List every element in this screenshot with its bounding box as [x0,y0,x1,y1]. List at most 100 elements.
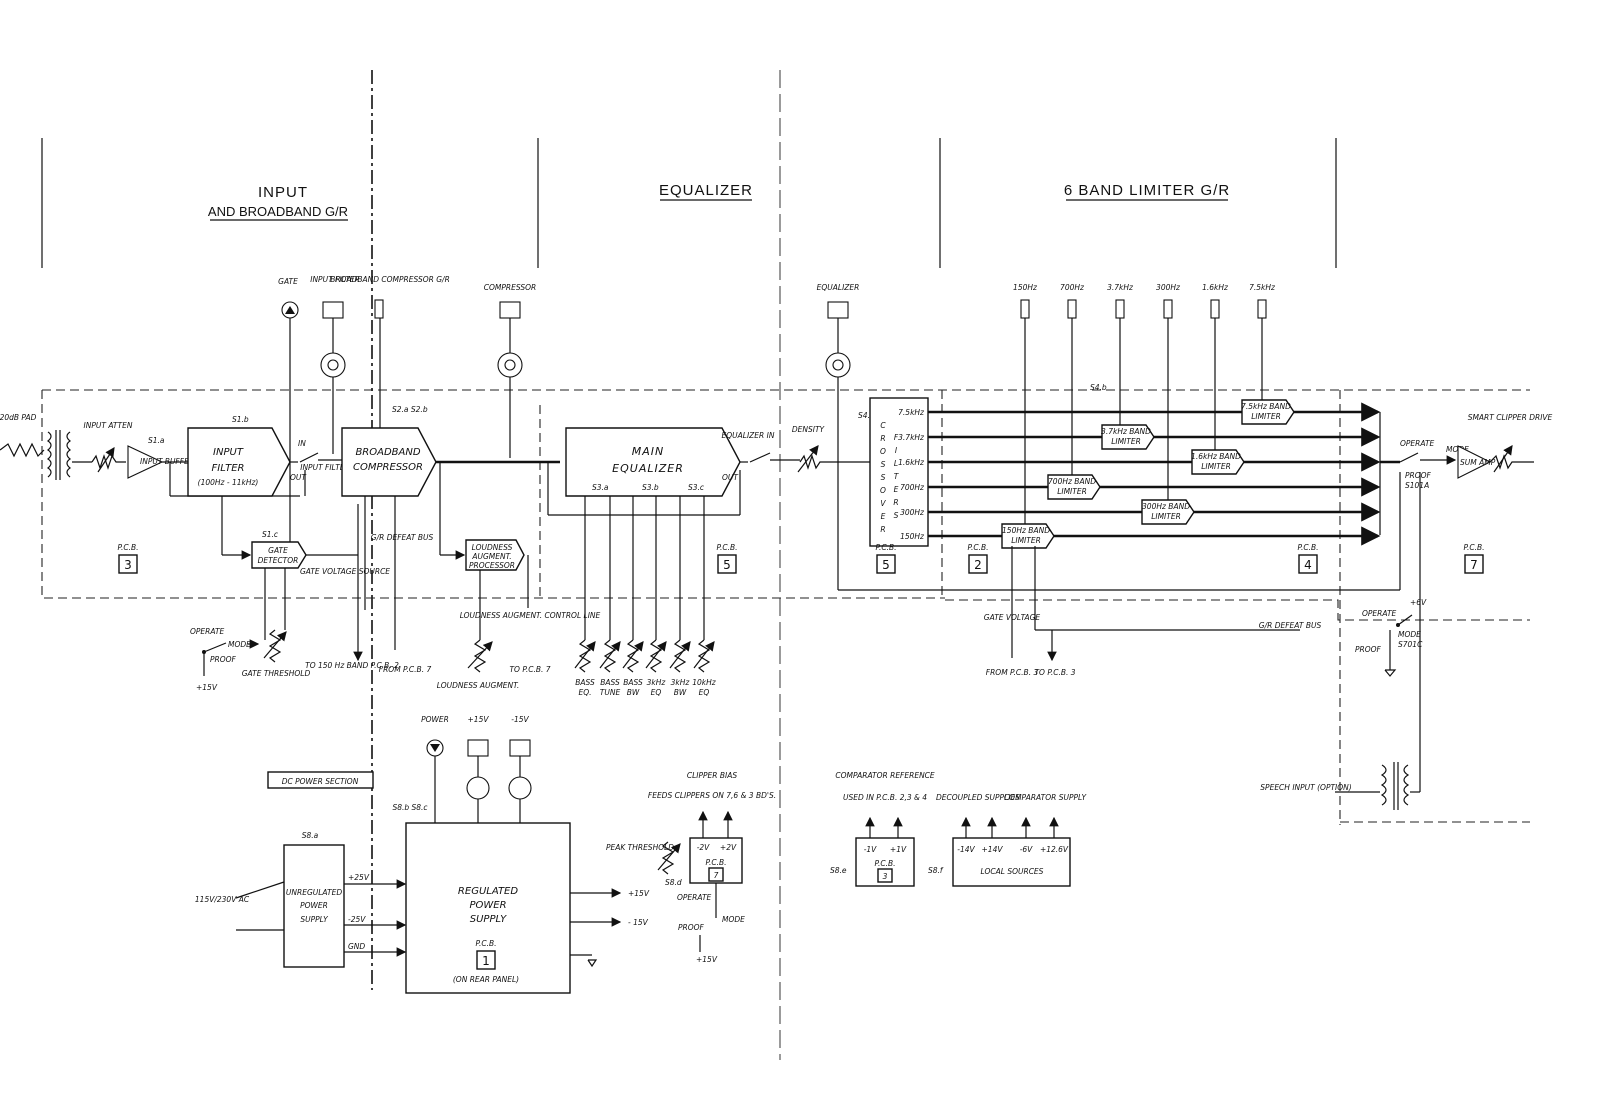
reg-pcb-label: P.C.B. [475,939,496,948]
filters-letter: E [894,485,899,494]
pad-label: 20dB PAD [0,413,37,422]
eq-pot-wiper [645,641,667,669]
pcb7-num: 7 [1470,558,1478,572]
gnd-label: GND [348,942,365,951]
indicator-row-input: GATE INPUT FILTER BROADBAND COMPRESSOR G… [278,275,536,542]
crossover-letter: S [881,460,886,469]
band-meter-label: 300Hz [1156,283,1181,292]
p25-label: +25V [348,873,370,882]
comp-used-label: USED IN P.C.B. 2,3 & 4 [843,793,927,802]
eq-pot-label: BASS [575,678,595,687]
eq-pot-label-2: EQ [651,688,662,697]
s101a-label: S101A [1405,481,1429,490]
gr-defeat-label: G/R DEFEAT BUS [1259,621,1322,630]
comp-l2: COMPRESSOR [353,462,423,473]
band-limiter-block [1047,474,1101,500]
filters-letter: L [894,459,898,468]
eq-pot-resistor [673,639,687,673]
band-label: 3.7kHz [898,433,925,442]
plus15-label: +15V [196,683,218,692]
out-proof-label: PROOF [1405,471,1432,480]
band-limiter-label: 1.6kHz BAND [1191,452,1241,461]
eq-pot-wiper [599,641,621,669]
band-meter-label: 7.5kHz [1249,283,1276,292]
ls-v3: -6V [1020,845,1033,854]
ls-v1: -14V [957,845,975,854]
eq-l1: MAIN [632,445,665,458]
band-limiter-label-2: LIMITER [1011,536,1041,545]
filters-letter: S [894,511,899,520]
s3a-label: S3.a [592,483,609,492]
filter-ref: S1.b [232,415,249,424]
mode-label: MODE [228,640,251,649]
pcb4-label: P.C.B. [1297,543,1318,552]
band-meter-icon [1115,299,1125,319]
pcb5b-label: P.C.B. [875,543,896,552]
eq-pot-wiper [669,641,691,669]
filter-l2: FILTER [212,463,245,474]
clip-mode: MODE [722,915,745,924]
m15-meter-icon [508,776,532,800]
s3b-label: S3.b [642,483,659,492]
band-meter-icon [1020,299,1030,319]
crossover-letter: E [881,512,886,521]
band-limiter-label: 150Hz BAND [1002,526,1050,535]
equalizer-section-title: EQUALIZER [659,182,753,199]
operate-label: OPERATE [190,627,225,636]
eq-pcb-num: 5 [723,558,731,572]
eq-pot-label: BASS [623,678,643,687]
eq-pot-resistor [697,639,711,673]
eq-pot-label: 3kHz [647,678,667,687]
compressor-ind-label: COMPRESSOR [484,283,536,292]
s8d-label: S8.d [665,878,682,887]
clip-proof: PROOF [678,923,705,932]
density-label: DENSITY [792,425,826,434]
band-meter-label: 700Hz [1060,283,1085,292]
to-pcb3-label: TO P.C.B. 3 [1034,668,1075,677]
ls-v4: +12.6V [1040,845,1069,854]
input-buffer-amp [127,445,164,479]
unregulated-supply-block [283,844,345,968]
band-limiter-label-2: LIMITER [1111,437,1141,446]
s8a-label: S8.a [302,831,319,840]
comp-p1: +1V [890,845,907,854]
page-fold-lines [371,70,781,1060]
sum-amp-label: SUM AMP [1460,458,1496,467]
limiter-section: EQUALIZER DENSITY S4.a CROSSOVERFILTERS … [792,283,1485,677]
band-meter-icon [1163,299,1173,319]
broadband-meter-icon [374,299,384,319]
band-limiter-block [1191,449,1245,475]
sw-label: INPUT FILTER [300,463,350,472]
limiter-section-title: 6 BAND LIMITER G/R [1064,182,1230,199]
comp-ref-label: COMPARATOR REFERENCE [835,771,935,780]
m15-indicator-icon [509,739,531,757]
band-limiter-label-2: LIMITER [1151,512,1181,521]
m15-ind-label: -15V [511,715,529,724]
band-meter-icon [1257,299,1267,319]
compressor-indicator-icon [499,301,521,319]
dc-power-title-box [267,771,374,789]
clipper-title: CLIPPER BIAS [687,771,737,780]
clip-m2: -2V [697,843,710,852]
input-filter-ind-label: INPUT FILTER [310,275,360,284]
pcb5b-num: 5 [882,558,890,572]
out-m15-label: - 15V [628,918,649,927]
from-pcb7-label: FROM P.C.B. 7 [379,665,432,674]
proof-label: PROOF [210,655,237,664]
eq-pot-wiper [574,641,596,669]
band-meter-icon [1210,299,1220,319]
atten-label: INPUT ATTEN [84,421,133,430]
gate-led-label: GATE [278,277,298,286]
eq-pot-label-2: TUNE [600,688,621,697]
reg-pcb-num: 1 [482,954,490,968]
out-operate-label: OPERATE [1400,439,1435,448]
crossover-letter: R [880,525,885,534]
band-limiter-label: 300Hz BAND [1142,502,1190,511]
band-label: 7.5kHz [898,408,925,417]
input-filter-indicator-icon [322,301,344,319]
band-label: 300Hz [900,508,925,517]
filters-letter: I [895,446,898,455]
input-chain: 20dB PAD INPUT ATTEN INPUT BUFFER S1.a S… [0,413,399,692]
p15-indicator-icon [467,739,489,757]
pcb2-label: P.C.B. [967,543,988,552]
